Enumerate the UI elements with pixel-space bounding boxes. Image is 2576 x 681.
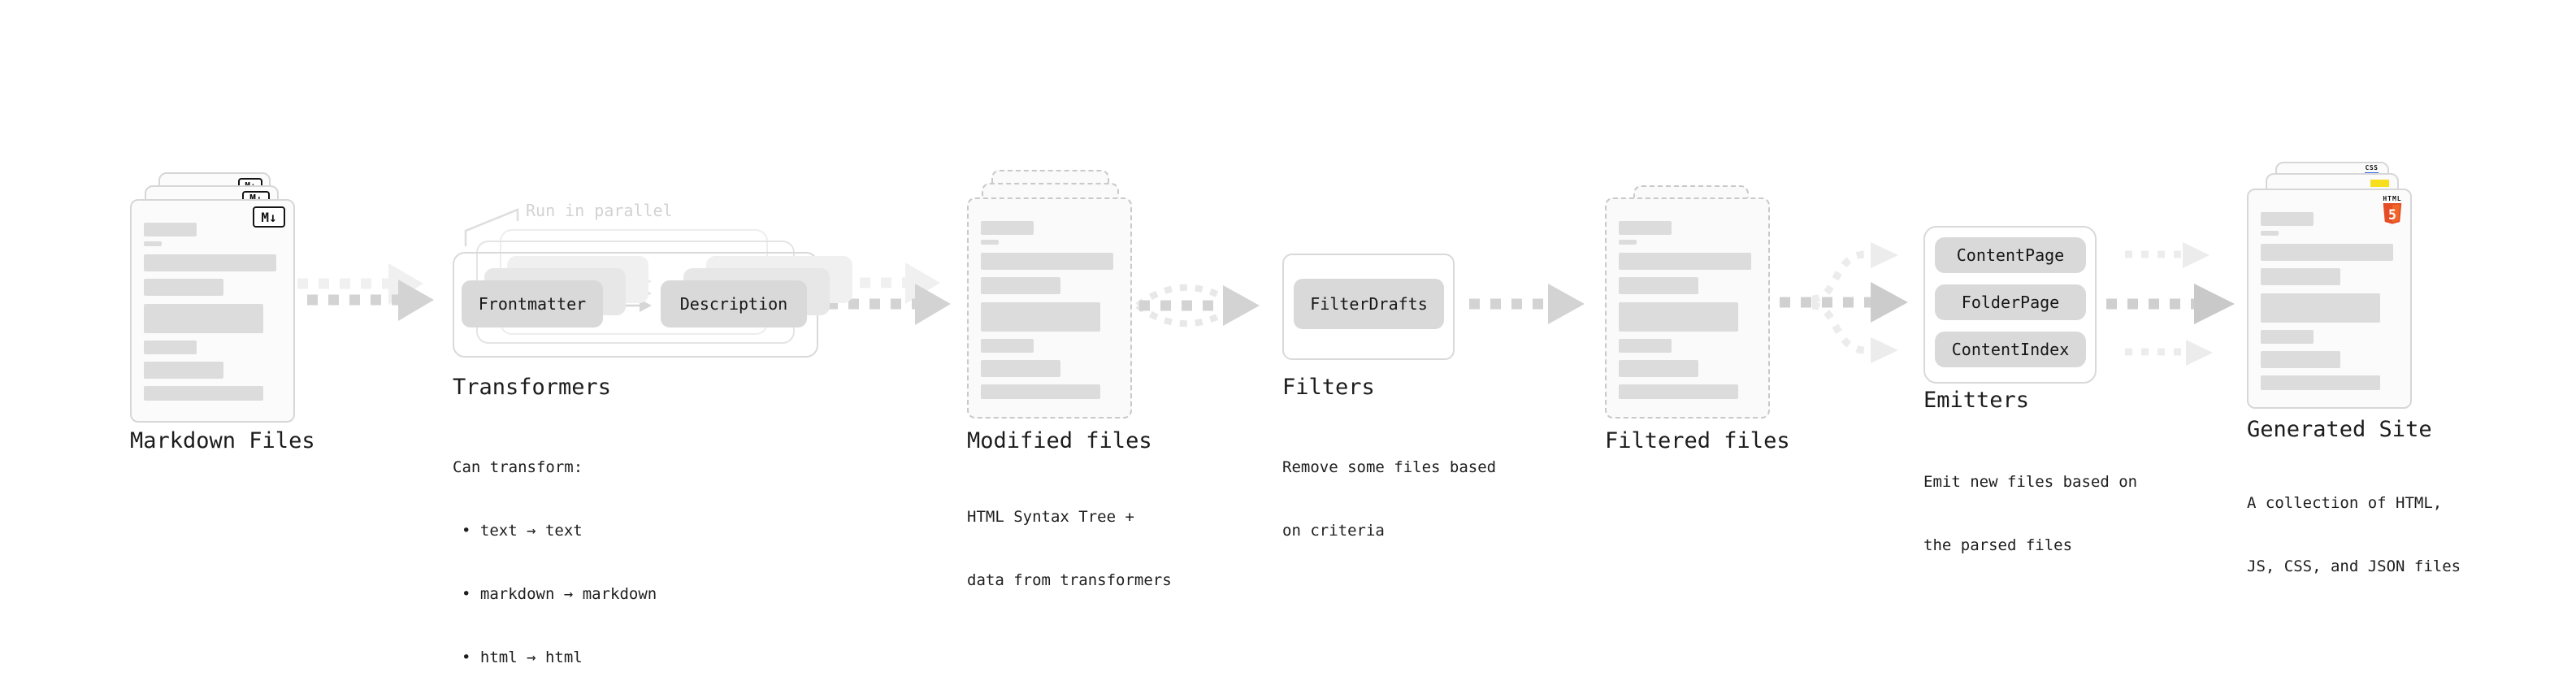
text-placeholder-bar: [1619, 360, 1698, 377]
generated-file-card-front: HTML 5: [2247, 189, 2412, 409]
text-placeholder-bar: [144, 241, 162, 246]
markdown-file-card-front: M↓: [130, 199, 295, 423]
text-placeholder-bar: [981, 277, 1060, 294]
emitters-description: Emit new files based on the parsed files: [1923, 429, 2137, 598]
generated-site-desc-line2: JS, CSS, and JSON files: [2247, 557, 2461, 575]
arrow-filtered-to-emitters: [1780, 242, 1908, 363]
filtered-files-label: Filtered files: [1605, 428, 1790, 453]
text-placeholder-bar: [144, 304, 263, 333]
text-placeholder-bar: [2261, 351, 2340, 368]
text-placeholder-bar: [2261, 375, 2380, 390]
filterdrafts-pill: FilterDrafts: [1294, 279, 1444, 329]
transformers-bullet: • text → text: [462, 522, 583, 540]
text-placeholder-bar: [1619, 221, 1672, 235]
text-placeholder-bar: [2261, 293, 2380, 323]
arrow-markdown-to-transformers: [297, 263, 434, 321]
transformers-description: Can transform: • text → text • markdown …: [453, 414, 657, 681]
text-placeholder-bar: [144, 386, 263, 401]
emitters-group-box: [1923, 226, 2097, 384]
text-placeholder-bar: [144, 279, 223, 296]
text-placeholder-bar: [1619, 277, 1698, 294]
filtered-file-card-front: [1605, 197, 1770, 419]
modified-files-description: HTML Syntax Tree + data from transformer…: [967, 464, 1172, 633]
emitters-desc-line1: Emit new files based on: [1923, 473, 2138, 491]
generated-site-desc-line1: A collection of HTML,: [2247, 494, 2443, 512]
filters-desc-line2: on criteria: [1282, 522, 1385, 540]
modified-files-desc-line2: data from transformers: [967, 571, 1172, 589]
text-placeholder-bar: [1619, 302, 1738, 332]
contentpage-pill: ContentPage: [1935, 237, 2086, 273]
text-placeholder-bar: [144, 340, 197, 354]
text-placeholder-bar: [2261, 268, 2340, 285]
text-placeholder-bar: [981, 302, 1100, 332]
modified-files-label: Modified files: [967, 428, 1152, 453]
markdown-icon: M↓: [253, 206, 285, 228]
transformers-bullet: • html → html: [462, 648, 583, 666]
text-placeholder-bar: [981, 339, 1034, 353]
html5-icon: HTML 5: [2383, 195, 2402, 224]
text-placeholder-bar: [144, 362, 223, 379]
text-placeholder-bar: [2261, 231, 2279, 236]
modified-files-desc-line1: HTML Syntax Tree +: [967, 508, 1134, 526]
text-placeholder-bar: [981, 240, 999, 245]
text-placeholder-bar: [2261, 212, 2314, 226]
text-placeholder-bar: [2261, 244, 2393, 261]
run-in-parallel-annotation: Run in parallel: [526, 201, 673, 220]
text-placeholder-bar: [1619, 384, 1738, 399]
generated-site-label: Generated Site: [2247, 417, 2432, 442]
text-placeholder-bar: [1619, 339, 1672, 353]
text-placeholder-bar: [981, 253, 1113, 270]
description-pill: Description: [661, 280, 807, 327]
transformers-desc-title: Can transform:: [453, 458, 583, 476]
filters-desc-line1: Remove some files based: [1282, 458, 1497, 476]
text-placeholder-bar: [981, 221, 1034, 235]
filters-label: Filters: [1282, 375, 1375, 400]
filters-group-box: [1282, 254, 1455, 360]
filters-description: Remove some files based on criteria: [1282, 414, 1496, 583]
arrow-filters-to-filtered: [1469, 284, 1585, 324]
emitters-desc-line2: the parsed files: [1923, 536, 2073, 554]
frontmatter-pill: Frontmatter: [462, 280, 603, 327]
js-icon: [2370, 180, 2389, 187]
contentindex-pill: ContentIndex: [1935, 332, 2086, 367]
modified-file-card-front: [967, 197, 1132, 419]
text-placeholder-bar: [144, 223, 197, 236]
text-placeholder-bar: [144, 254, 276, 271]
svg-text:5: 5: [2388, 207, 2396, 223]
text-placeholder-bar: [981, 384, 1100, 399]
emitters-label: Emitters: [1923, 388, 2030, 413]
generated-site-description: A collection of HTML, JS, CSS, and JSON …: [2247, 450, 2461, 619]
text-placeholder-bar: [1619, 253, 1751, 270]
transformers-bullet: • markdown → markdown: [462, 585, 657, 603]
folderpage-pill: FolderPage: [1935, 284, 2086, 320]
arrow-modified-to-filters: [1135, 284, 1260, 327]
text-placeholder-bar: [1619, 240, 1637, 245]
markdown-files-label: Markdown Files: [130, 428, 315, 453]
arrow-emitters-to-generated: [2106, 242, 2235, 366]
transformers-label: Transformers: [453, 375, 612, 400]
text-placeholder-bar: [981, 360, 1060, 377]
text-placeholder-bar: [2261, 330, 2314, 344]
